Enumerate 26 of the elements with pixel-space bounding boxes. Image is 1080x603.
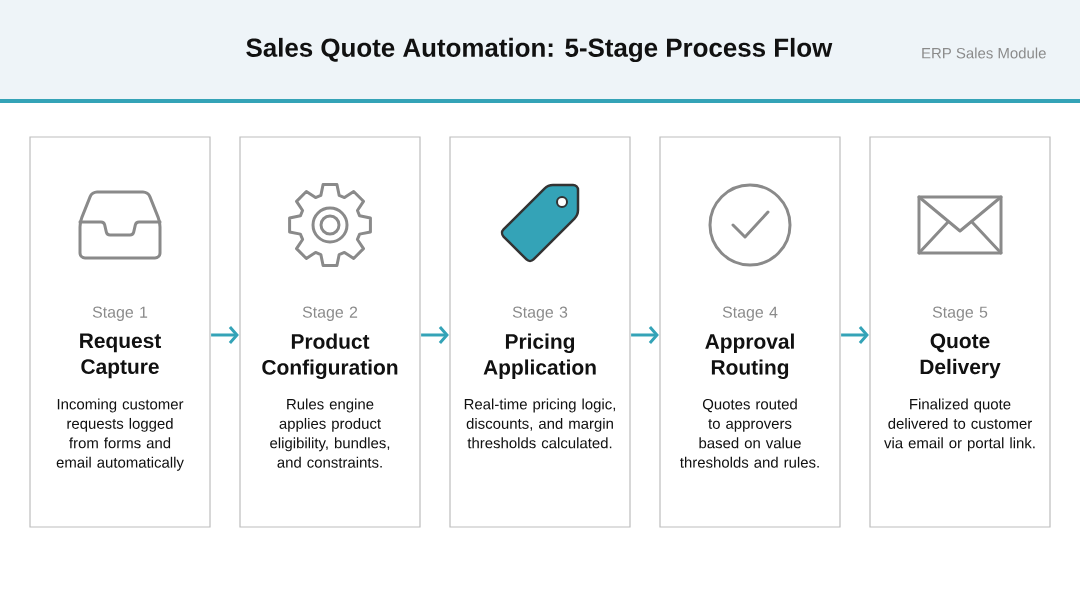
- stage-title: Product Configuration: [262, 333, 398, 379]
- stage-description: Finalized quote delivered to customer via email or portal link.: [884, 398, 1035, 452]
- stage-label: Stage 5: [932, 306, 988, 321]
- title: Sales Quote Automation: 5-Stage Process Flow: [246, 37, 833, 63]
- stage-title: Approval Routing: [705, 333, 794, 379]
- stage-card: [869, 136, 1051, 528]
- stage-title: Pricing Application: [483, 333, 596, 379]
- stage-description: Quotes routed to approvers based on value thresholds and rules.: [680, 398, 819, 468]
- stage-description: Incoming customer requests logged from forms and email automatically: [56, 398, 184, 471]
- stage-description: Rules engine applies product eligibility, bundles, and constraints.: [270, 398, 390, 468]
- stage-label: Stage 2: [302, 306, 358, 321]
- stage-title: Request Capture: [80, 333, 161, 379]
- stage-label: Stage 3: [512, 306, 568, 321]
- stage-card: [449, 136, 631, 528]
- subtitle: ERP Sales Module: [922, 47, 1046, 59]
- stage-label: Stage 1: [92, 306, 148, 321]
- stage-title: Quote Delivery: [920, 333, 1001, 379]
- chevron-arrow: [211, 326, 239, 344]
- stage-description: Real-time pricing logic, discounts, and margin thresholds calculated.: [464, 398, 616, 449]
- chevron-arrow: [421, 326, 449, 344]
- stage-card: [239, 136, 421, 528]
- stage-card: [29, 136, 211, 528]
- chevron-arrow: [841, 326, 869, 344]
- stage-card: [659, 136, 841, 528]
- stage-label: Stage 4: [722, 306, 778, 321]
- chevron-arrow: [631, 326, 659, 344]
